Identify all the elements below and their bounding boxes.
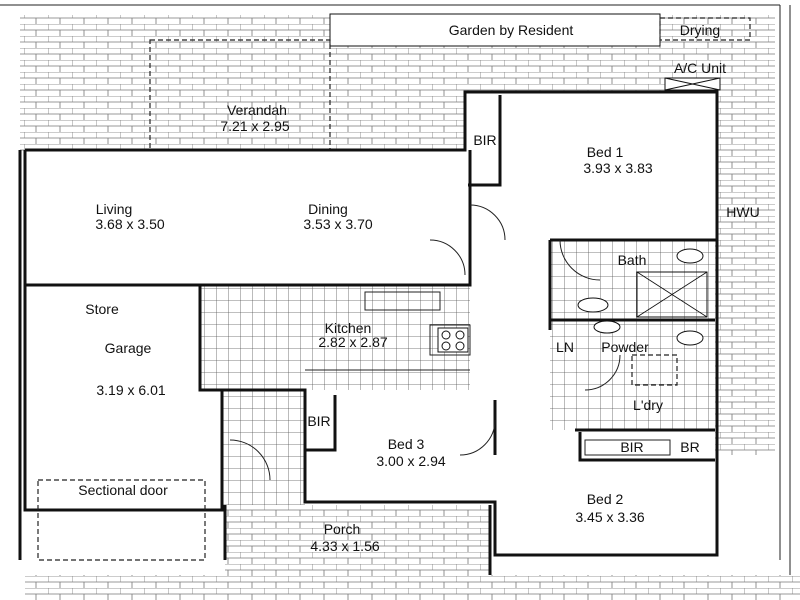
cooktop-icon	[437, 327, 469, 353]
ac-unit-icon	[664, 77, 721, 91]
br-label: BR	[680, 439, 699, 455]
living-size: 3.68 x 3.50	[95, 216, 164, 232]
bed2-size: 3.45 x 3.36	[575, 509, 644, 525]
verandah-label: Verandah	[227, 102, 287, 118]
bed3-size: 3.00 x 2.94	[376, 453, 445, 469]
basin-icon	[577, 297, 609, 313]
kitchen-label: Kitchen	[325, 320, 372, 336]
bir3-label: BIR	[307, 413, 330, 429]
front-paving	[25, 575, 800, 600]
living-dining-floor	[25, 150, 470, 285]
garden-label: Garden by Resident	[449, 22, 574, 38]
bed1-label: Bed 1	[587, 144, 624, 160]
hwu-label: HWU	[726, 204, 759, 220]
dining-size: 3.53 x 3.70	[303, 216, 372, 232]
bath-label: Bath	[618, 252, 647, 268]
drying-label: Drying	[680, 22, 720, 38]
bed1-size: 3.93 x 3.83	[583, 160, 652, 176]
linen-label: LN	[556, 339, 574, 355]
sectional-door-outline	[37, 479, 206, 561]
property-boundary	[0, 4, 791, 600]
drying-area	[659, 17, 751, 41]
sectional-door-label: Sectional door	[78, 482, 168, 498]
kitchen-floor	[200, 285, 470, 390]
bir2-label: BIR	[620, 439, 643, 455]
porch-size: 4.33 x 1.56	[310, 538, 379, 554]
kitchen-size: 2.82 x 2.87	[318, 334, 387, 350]
bir1-label: BIR	[473, 132, 496, 148]
garage-floor	[25, 285, 200, 510]
bed2-floor	[495, 455, 715, 555]
porch-label: Porch	[324, 521, 361, 537]
door-swings	[229, 204, 621, 481]
side-paving	[715, 15, 775, 455]
laundry-label: L'dry	[633, 397, 663, 413]
living-label: Living	[96, 201, 133, 217]
bed1-floor	[465, 92, 717, 240]
porch-paving	[225, 505, 490, 575]
shower-icon	[636, 271, 708, 318]
entry-floor	[222, 390, 305, 505]
bed2-label: Bed 2	[587, 491, 624, 507]
toilet-icon	[676, 330, 704, 346]
garage-label: Garage	[105, 340, 152, 356]
verandah-size: 7.21 x 2.95	[220, 118, 289, 134]
bed3-floor	[305, 390, 495, 502]
powder-label: Powder	[601, 339, 649, 355]
dining-label: Dining	[308, 201, 348, 217]
ac-unit-label: A/C Unit	[674, 60, 726, 76]
garage-size: 3.19 x 6.01	[96, 382, 165, 398]
laundry-appliance-outline	[631, 354, 678, 386]
walls	[18, 90, 719, 575]
basin-icon	[593, 320, 621, 334]
bed3-label: Bed 3	[388, 436, 425, 452]
toilet-icon	[676, 248, 704, 264]
store-label: Store	[85, 301, 119, 317]
